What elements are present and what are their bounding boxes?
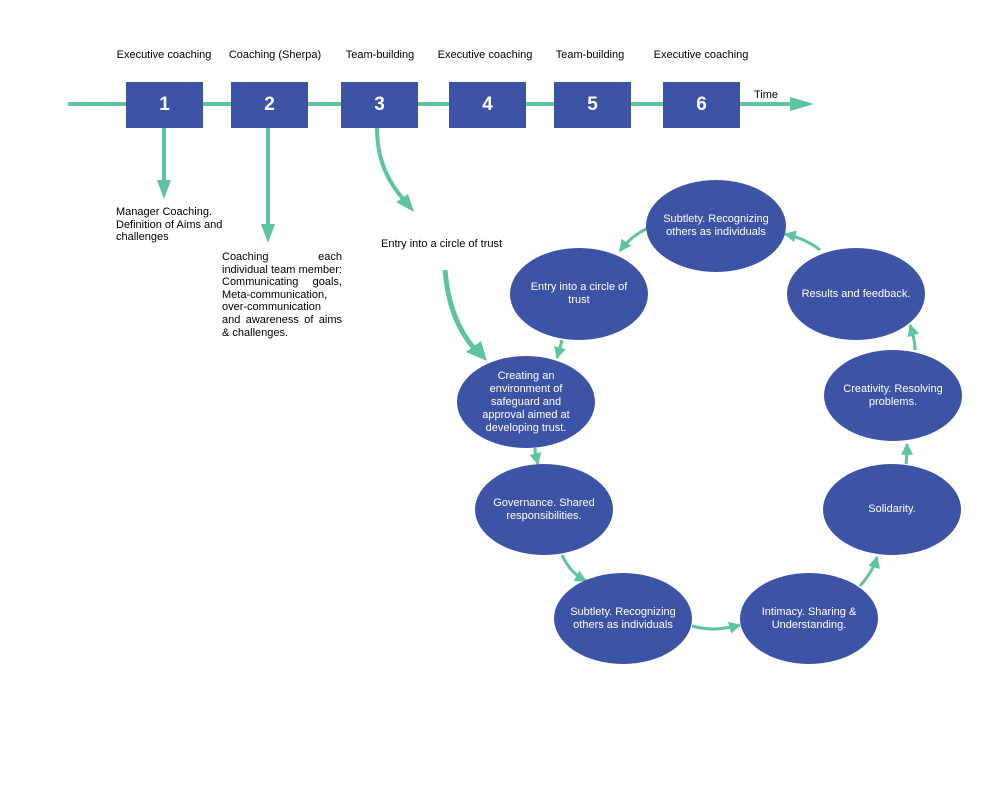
phase-label-6: Executive coaching [653,49,749,61]
step-box-6: 6 [663,82,740,128]
cycle-node-entry: Entry into a circle of trust [510,248,648,340]
cycle-arrow-6 [900,442,913,465]
cycle-arrow-9 [618,226,649,252]
entry-arrow [442,269,476,350]
cycle-arrow-3 [560,554,588,583]
step-box-4: 4 [449,82,526,128]
step-box-2: 2 [231,82,308,128]
cycle-node-governance: Governance. Shared responsibilities. [475,464,613,555]
phase-label-4: Executive coaching [437,49,533,61]
cycle-arrow-7 [907,323,920,351]
cycle-node-solidarity: Solidarity. [823,464,961,555]
phase-label-1: Executive coaching [116,49,212,61]
step-box-3: 3 [341,82,418,128]
manager-coaching-note: Manager Coaching. Definition of Aims and… [116,206,223,244]
step-box-5: 5 [554,82,631,128]
cycle-arrow-5 [858,555,880,587]
step-box-1: 1 [126,82,203,128]
phase-label-2: Coaching (Sherpa) [228,49,322,61]
cycle-node-subtlety-top: Subtlety. Recognizing others as individu… [646,180,786,272]
timeline-arrowhead [790,97,814,111]
cycle-arrow-4 [691,621,742,634]
cycle-arrow-1 [554,339,566,360]
entry-note: Entry into a circle of trust [381,238,503,250]
cycle-arrow-8 [783,230,821,252]
phase-label-5: Team-building [555,49,625,61]
phase-label-3: Team-building [345,49,415,61]
time-axis-label: Time [754,89,779,101]
cycle-node-creativity: Creativity. Resolving problems. [824,350,962,441]
cycle-node-intimacy: Intimacy. Sharing & Understanding. [740,573,878,664]
cycle-node-safeguard: Creating an environment of safeguard and… [457,356,595,448]
team-coaching-note: Coaching each individual team member: Co… [222,251,342,339]
cycle-node-results: Results and feedback. [787,248,925,340]
cycle-node-subtlety-bottom: Subtlety. Recognizing others as individu… [554,573,692,664]
cycle-arrow-2 [529,447,542,466]
step3-arrow [375,127,406,202]
